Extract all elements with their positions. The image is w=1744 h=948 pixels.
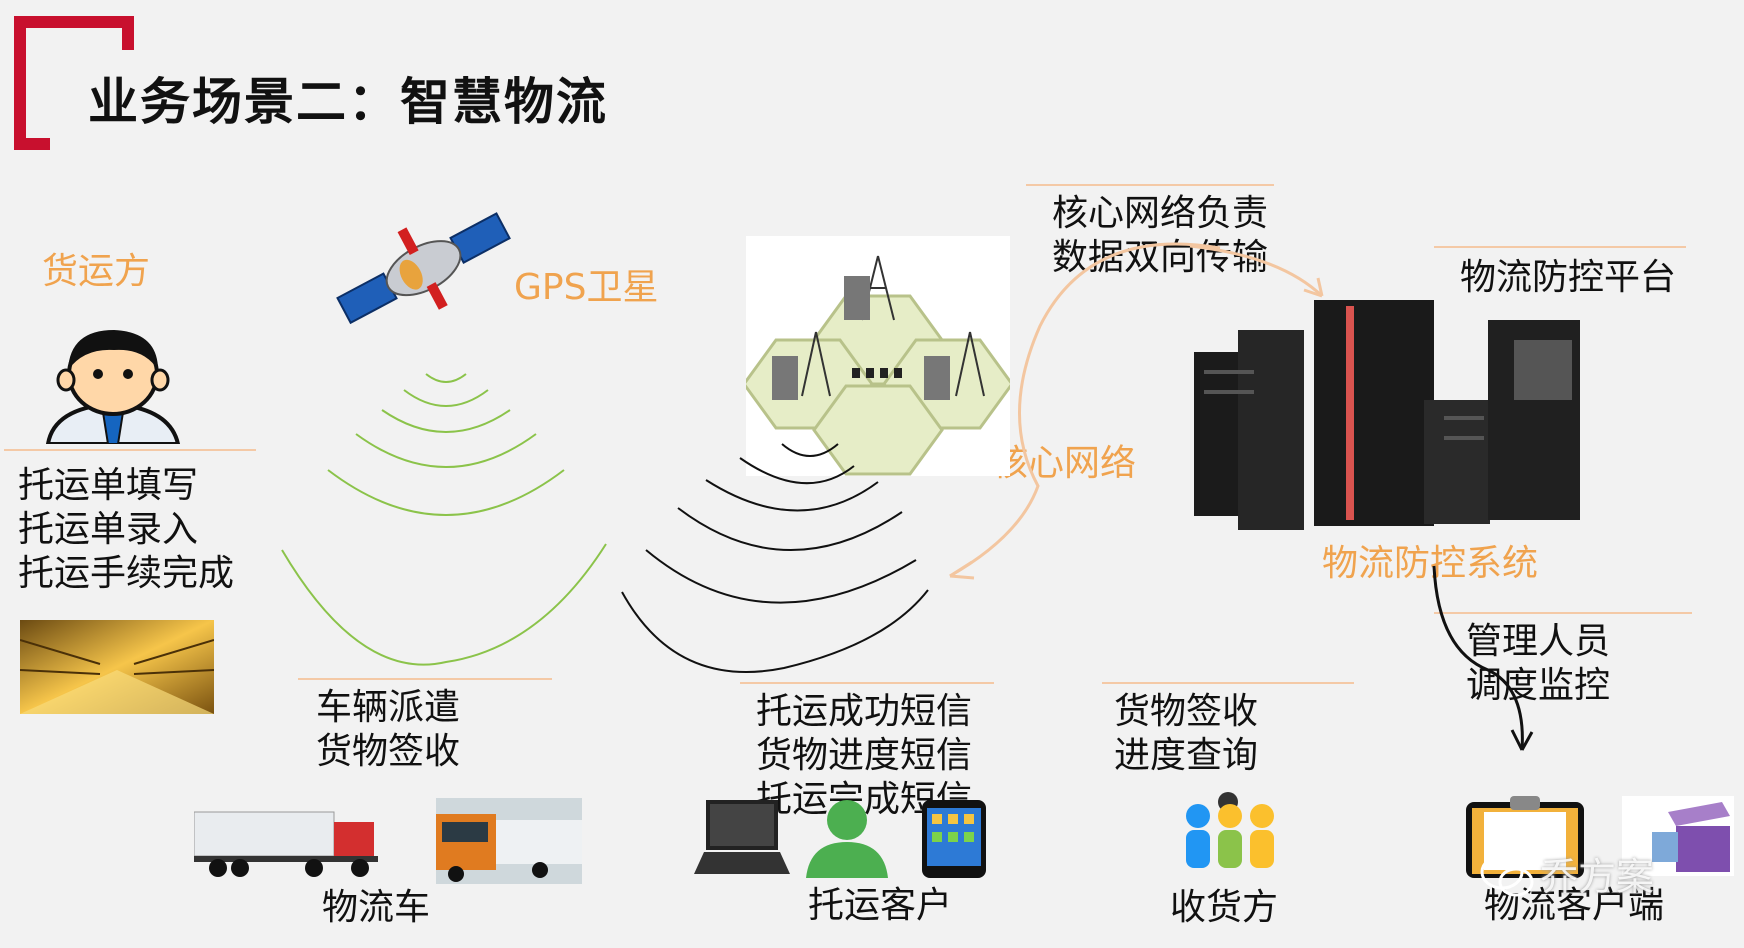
control-platform-label: 物流防控平台 <box>1460 257 1677 298</box>
title-bracket <box>14 16 134 150</box>
logistics-truck-label: 物流车 <box>322 887 431 928</box>
shipper-step: 托运单填写 <box>18 465 199 506</box>
cell-network-image <box>746 236 1010 476</box>
logistics-client-label: 物流客户端 <box>1484 885 1665 926</box>
divider-line <box>1102 682 1354 684</box>
warehouse-image <box>20 620 214 714</box>
receiver-step: 进度查询 <box>1114 735 1259 776</box>
divider-line <box>1434 612 1692 614</box>
divider-line <box>1026 184 1274 186</box>
gps-satellite-label: GPS卫星 <box>514 267 659 308</box>
user-icon <box>806 800 888 878</box>
cell-signal-waves <box>621 443 929 673</box>
divider-line <box>4 449 256 451</box>
shipper-step: 托运手续完成 <box>18 553 235 594</box>
manager-step: 管理人员 <box>1466 621 1611 662</box>
down-arrow-icon <box>1432 565 1534 751</box>
server-box-icon <box>1622 796 1734 876</box>
receiver-group-icon <box>1186 792 1274 868</box>
businessman-icon <box>45 330 181 444</box>
laptop-icon <box>694 800 790 874</box>
vehicle-step: 车辆派遣 <box>316 687 461 728</box>
receiver-step: 货物签收 <box>1114 691 1259 732</box>
satellite-icon <box>336 212 511 325</box>
phone-icon <box>922 800 986 878</box>
wechat-logo-icon <box>1480 854 1534 897</box>
divider-line <box>298 678 552 680</box>
divider-line <box>1434 246 1686 248</box>
truck-orange-icon <box>436 798 582 884</box>
server-racks-image <box>1194 300 1580 530</box>
core-network-label: 核心网络 <box>992 443 1137 484</box>
sms-step: 托运成功短信 <box>756 691 973 732</box>
divider-line <box>740 682 994 684</box>
vehicle-steps: 车辆派遣 货物签收 <box>316 686 460 774</box>
sms-steps: 托运成功短信 货物进度短信 托运完成短信 <box>756 690 972 822</box>
shipper-steps: 托运单填写 托运单录入 托运手续完成 <box>18 464 234 596</box>
clipboard-icon <box>1466 796 1584 878</box>
bidirectional-arc-arrow <box>949 242 1324 580</box>
core-network-duty-line: 核心网络负责 <box>1052 193 1269 234</box>
receiver-steps: 货物签收 进度查询 <box>1114 690 1258 778</box>
shipper-step: 托运单录入 <box>18 509 199 550</box>
page-title: 业务场景二：智慧物流 <box>88 73 608 131</box>
gps-signal-waves <box>281 373 607 666</box>
control-system-label: 物流防控系统 <box>1322 543 1539 584</box>
watermark: 乔方案 <box>1540 855 1655 899</box>
consignor-client-label: 托运客户 <box>808 885 953 926</box>
truck-white-icon <box>194 811 378 877</box>
receiver-label: 收货方 <box>1170 887 1279 928</box>
shipper-label: 货运方 <box>42 251 151 292</box>
sms-step: 货物进度短信 <box>756 735 973 776</box>
vehicle-step: 货物签收 <box>316 731 461 772</box>
